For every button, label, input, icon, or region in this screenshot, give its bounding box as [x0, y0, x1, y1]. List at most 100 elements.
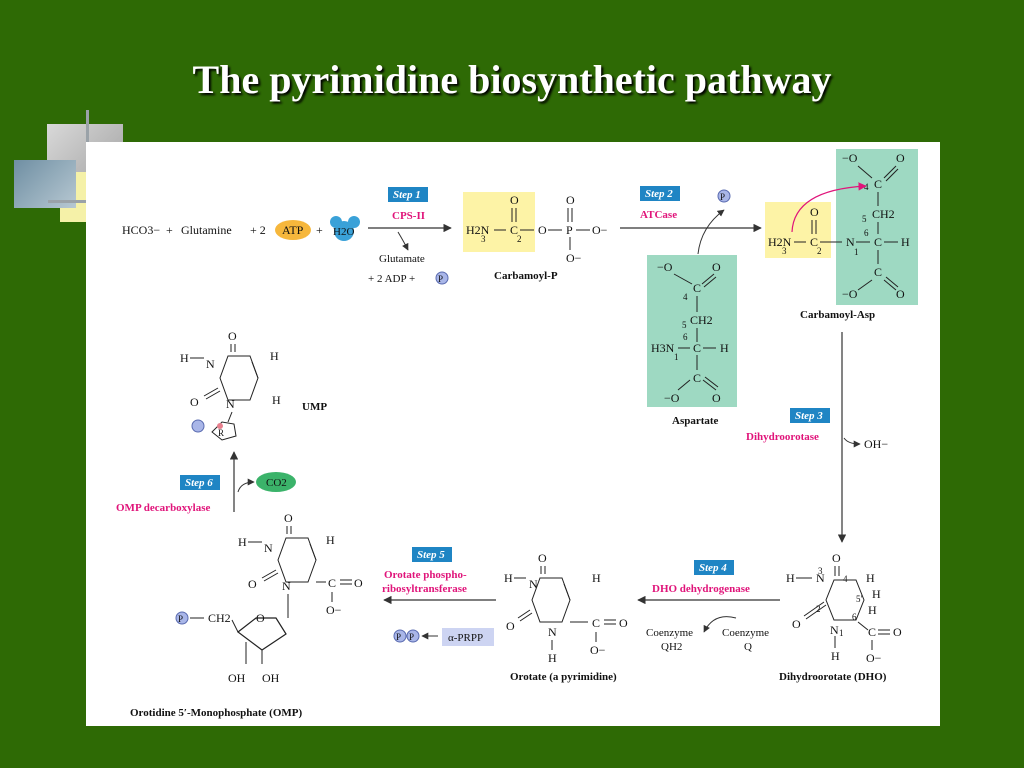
svg-text:O: O: [510, 193, 519, 207]
step2-enzyme: ATCase: [640, 209, 677, 221]
step5-box: [412, 547, 452, 562]
svg-text:O: O: [896, 287, 905, 301]
step3-box: [790, 408, 830, 423]
svg-text:6: 6: [852, 612, 857, 622]
step3-side-arrow: [843, 437, 861, 448]
orotate-ring: [531, 577, 571, 623]
orotate-structure: O H N H O N H C O O−: [504, 551, 628, 665]
svg-text:C: C: [874, 265, 882, 279]
coenzyme-q-line1: Coenzyme: [722, 627, 769, 639]
co2-badge: [256, 472, 296, 492]
coenzyme-qh2-line2: QH2: [661, 641, 682, 653]
svg-text:CH2: CH2: [690, 313, 713, 327]
svg-text:O−: O−: [866, 651, 882, 665]
svg-text:N: N: [529, 577, 538, 591]
svg-text:O: O: [566, 193, 575, 207]
svg-text:O: O: [792, 617, 801, 631]
svg-text:O−: O−: [590, 643, 606, 657]
svg-text:OH: OH: [228, 671, 246, 685]
step6-label: Step 6: [185, 477, 213, 489]
svg-text:H: H: [868, 603, 877, 617]
step5-label: Step 5: [417, 549, 445, 561]
pyrophosphate-p2: [406, 629, 420, 643]
step1-label: Step 1: [393, 189, 421, 201]
svg-text:C: C: [693, 371, 701, 385]
svg-text:2: 2: [817, 246, 822, 256]
svg-text:N: N: [548, 625, 557, 639]
svg-text:3: 3: [782, 246, 787, 256]
svg-text:H: H: [866, 571, 875, 585]
svg-text:P: P: [409, 632, 414, 642]
svg-text:C: C: [874, 235, 882, 249]
atom-h2n: H2N: [466, 223, 490, 237]
pathway-diagram: HCO3− + Glutamine + 2 ATP + H2O Step 1 C…: [116, 149, 918, 719]
plus-sign: +: [166, 223, 173, 237]
svg-text:−O: −O: [657, 260, 673, 274]
step2-mechanism-arrow: [791, 182, 867, 233]
svg-text:N: N: [816, 571, 825, 585]
svg-text:C: C: [874, 177, 882, 191]
hydroxide-label: OH−: [864, 437, 888, 451]
svg-text:O: O: [506, 619, 515, 633]
svg-text:6: 6: [683, 332, 688, 342]
svg-text:O: O: [712, 260, 721, 274]
aspartate-caption: Aspartate: [672, 415, 719, 427]
omp-structure: O H N H O N C O O− O P CH2 OH OH: [175, 511, 363, 685]
slide-title: The pyrimidine biosynthetic pathway: [192, 57, 832, 102]
aspartate-structure: −O O C 4 CH2 5 H3N 6 1 C H C O −O: [647, 255, 737, 407]
glutamine-label: Glutamine: [181, 223, 232, 237]
water-o-circle: [334, 221, 354, 241]
svg-text:−O: −O: [842, 151, 858, 165]
svg-text:5: 5: [862, 214, 867, 224]
carbamoyl-asp-aspartate-highlight: [836, 149, 918, 305]
svg-text:O: O: [712, 391, 721, 405]
step5-enzyme-line2: ribosyltransferase: [382, 583, 467, 595]
svg-text:H: H: [592, 571, 601, 585]
svg-text:H: H: [901, 235, 910, 249]
svg-text:H: H: [786, 571, 795, 585]
svg-text:N: N: [264, 541, 273, 555]
phosphate-badge: [435, 271, 449, 285]
phosphate-badge-label: P: [438, 274, 443, 284]
orotate-caption: Orotate (a pyrimidine): [510, 671, 617, 683]
plus-sign-2: +: [316, 223, 323, 237]
svg-text:1: 1: [854, 247, 859, 257]
svg-text:2: 2: [816, 604, 821, 614]
svg-text:O: O: [248, 577, 257, 591]
carbamoyl-highlight: [463, 192, 535, 252]
step4-box: [694, 560, 734, 575]
svg-text:H: H: [720, 341, 729, 355]
dho-caption: Dihydroorotate (DHO): [779, 671, 887, 683]
step6-box: [180, 475, 220, 490]
bicarbonate-label: HCO3−: [122, 223, 160, 237]
svg-text:CH2: CH2: [872, 207, 895, 221]
svg-text:−O: −O: [664, 391, 680, 405]
svg-text:N: N: [282, 579, 291, 593]
svg-text:N: N: [226, 397, 235, 411]
ump-attach-dot: [217, 423, 223, 429]
svg-text:O: O: [354, 576, 363, 590]
pathway-figure: HCO3− + Glutamine + 2 ATP + H2O Step 1 C…: [86, 142, 940, 726]
svg-text:C: C: [510, 223, 518, 237]
step5-enzyme-line1: Orotate phospho-: [384, 569, 467, 581]
svg-text:4: 4: [864, 182, 869, 192]
svg-text:3: 3: [481, 234, 486, 244]
svg-text:C: C: [810, 235, 818, 249]
svg-text:C: C: [592, 616, 600, 630]
ump-phosphate-badge: [191, 419, 205, 433]
dho-ring: [825, 579, 865, 621]
ump-caption: UMP: [302, 401, 327, 413]
step2-label: Step 2: [645, 188, 673, 200]
decor-line-horizontal: [48, 200, 88, 203]
svg-text:H2N: H2N: [768, 235, 792, 249]
svg-text:6: 6: [864, 228, 869, 238]
svg-text:R: R: [218, 428, 224, 438]
svg-text:5: 5: [682, 320, 687, 330]
svg-text:−O: −O: [842, 287, 858, 301]
svg-text:P: P: [178, 614, 183, 624]
plus-two-label: + 2: [250, 223, 266, 237]
coenzyme-qh2-line1: Coenzyme: [646, 627, 693, 639]
svg-text:O: O: [832, 551, 841, 565]
alpha-prpp-label: α-PRPP: [448, 632, 483, 644]
water-label: H2O: [333, 226, 354, 238]
